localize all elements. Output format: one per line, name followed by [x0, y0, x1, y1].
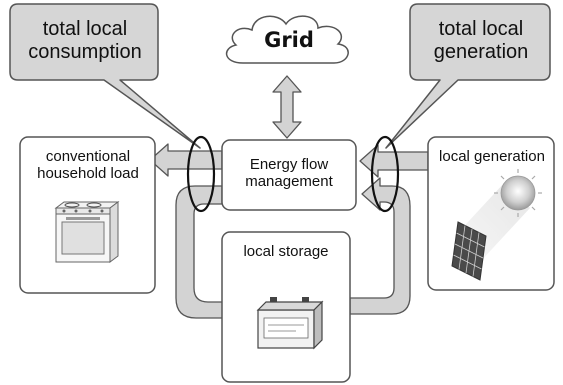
solar-panel-icon — [451, 221, 487, 281]
sun-icon — [494, 169, 542, 217]
label-energy-flow-management: Energy flow management — [245, 156, 333, 191]
label-total-local-consumption: total local consumption — [28, 18, 142, 63]
consumption-measure-ring — [186, 135, 216, 213]
label-total-local-generation: total local generation — [433, 18, 529, 63]
grid-double-arrow — [272, 75, 302, 139]
label-local-generation: local generation — [439, 148, 545, 165]
stove-icon — [54, 201, 120, 263]
energy-flow-management-box — [221, 139, 357, 211]
callout-total-local-generation — [385, 3, 551, 149]
arrow-from-local-generation — [359, 144, 429, 178]
grid-cloud — [226, 15, 349, 64]
label-local-storage: local storage — [243, 243, 329, 260]
generation-measure-ring — [370, 135, 400, 213]
callout-total-local-consumption — [9, 3, 201, 149]
label-conventional-household-load: conventional household load — [37, 148, 139, 183]
label-grid: Grid — [264, 28, 314, 52]
arrow-storage-to-management — [349, 177, 411, 315]
battery-icon — [256, 297, 324, 350]
